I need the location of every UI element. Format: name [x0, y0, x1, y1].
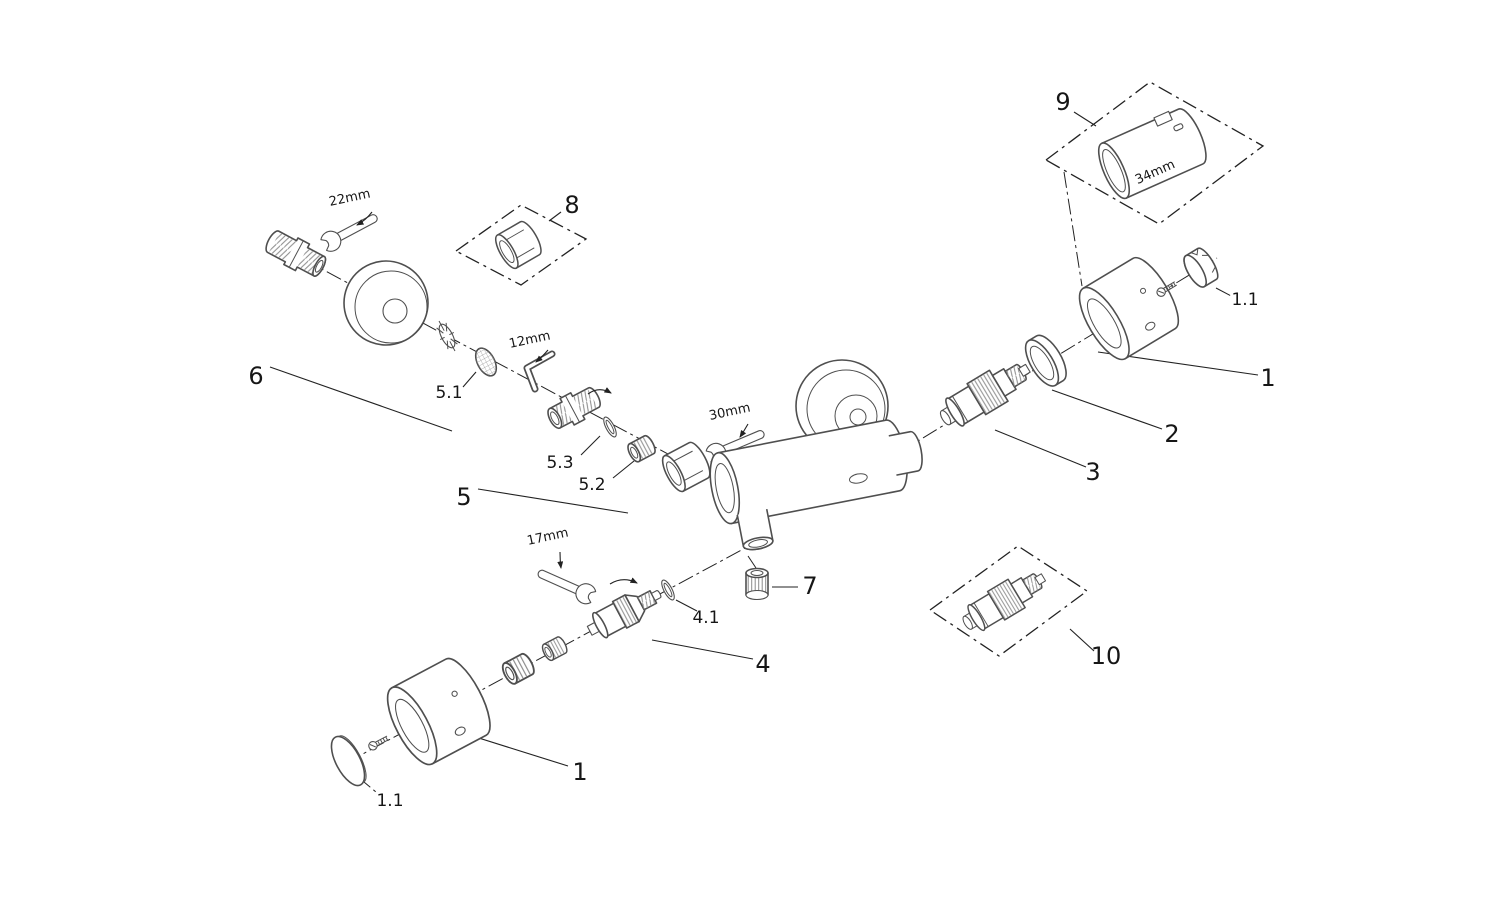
part-cap-1-1-right [1183, 247, 1219, 288]
part-oring-4-1 [658, 577, 678, 603]
part-mixer-body [709, 419, 923, 525]
callout-5: 5 [456, 483, 471, 511]
part-union-nut-30mm [657, 438, 715, 496]
callout-3: 3 [1085, 458, 1100, 486]
leader-4 [651, 639, 754, 660]
callout-5-1: 5.1 [435, 383, 462, 403]
leader-1-bottom [465, 733, 569, 767]
leader-1-1-right [1215, 287, 1234, 298]
part-extension-sleeve-9: 34mm [1097, 108, 1207, 200]
part-mousseur-5-2 [624, 433, 659, 465]
axis-group9 [1063, 171, 1083, 287]
leader-4-1 [675, 599, 698, 612]
part-screw-bottom [366, 733, 391, 752]
rotate-arrow-5-3 [587, 387, 612, 395]
callout-7: 7 [802, 572, 817, 600]
callout-10: 10 [1091, 642, 1122, 670]
axis-part7 [747, 555, 757, 569]
allen-key-12mm-icon [523, 350, 556, 393]
part-thermostatic-cartridge-3 [932, 352, 1038, 436]
leader-2 [1051, 389, 1163, 430]
part-escutcheon-rosette [343, 260, 429, 346]
part-filter-screen [474, 347, 498, 377]
callout-4: 4 [755, 650, 770, 678]
arrow-30mm [739, 423, 749, 438]
arrow-17mm [557, 551, 564, 569]
part-outlet-nipple [745, 567, 769, 601]
leader-5-3 [580, 435, 601, 456]
part-wall-union [265, 230, 327, 277]
part-diverter-cartridge-4 [586, 589, 662, 639]
part-star-washer [436, 320, 458, 352]
callout-1-1-bottom: 1.1 [376, 791, 403, 811]
boundary-9 [1044, 81, 1265, 225]
leader-5 [477, 488, 629, 514]
callout-1-right: 1 [1260, 364, 1275, 392]
part-knurled-ring [498, 650, 538, 687]
part-oring-5-3 [600, 414, 620, 440]
leader-5-1 [462, 371, 477, 388]
part-connection-nut-8 [490, 217, 546, 273]
callout-9: 9 [1055, 88, 1070, 116]
arrow-12mm [535, 349, 549, 363]
part-adapter-small [539, 634, 570, 663]
part-inlet-connector [547, 386, 601, 430]
leader-9 [1073, 111, 1097, 127]
label-12mm: 12mm [508, 329, 552, 352]
wrench-17mm-icon [533, 562, 598, 607]
callout-8: 8 [564, 191, 579, 219]
callout-1-1-right: 1.1 [1231, 290, 1258, 310]
leader-6 [269, 366, 453, 432]
boundary-8 [454, 204, 588, 286]
leader-8 [548, 211, 562, 222]
arrow-22mm [356, 211, 373, 226]
callout-5-3: 5.3 [546, 453, 573, 473]
leader-10 [1069, 628, 1095, 652]
callout-2: 2 [1164, 420, 1179, 448]
label-22mm: 22mm [328, 187, 372, 210]
rotate-arrow-4 [609, 577, 638, 585]
callout-1-bottom: 1 [572, 758, 587, 786]
label-17mm: 17mm [526, 526, 570, 549]
callout-5-2: 5.2 [578, 475, 605, 495]
leader-3 [994, 429, 1087, 468]
part-cap-1-1-bottom [330, 735, 367, 787]
leader-5-2 [612, 460, 635, 479]
callout-6: 6 [248, 362, 263, 390]
boundary-10 [928, 545, 1089, 657]
part-escutcheon-sleeve-1-bottom [377, 651, 500, 773]
part-shower-outlet [736, 508, 774, 551]
part-escutcheon-sleeve-1-right [1069, 250, 1188, 368]
part-stop-ring-2 [1024, 334, 1067, 387]
callout-4-1: 4.1 [692, 608, 719, 628]
wrench-22mm-icon [318, 207, 382, 255]
label-30mm: 30mm [708, 401, 752, 424]
